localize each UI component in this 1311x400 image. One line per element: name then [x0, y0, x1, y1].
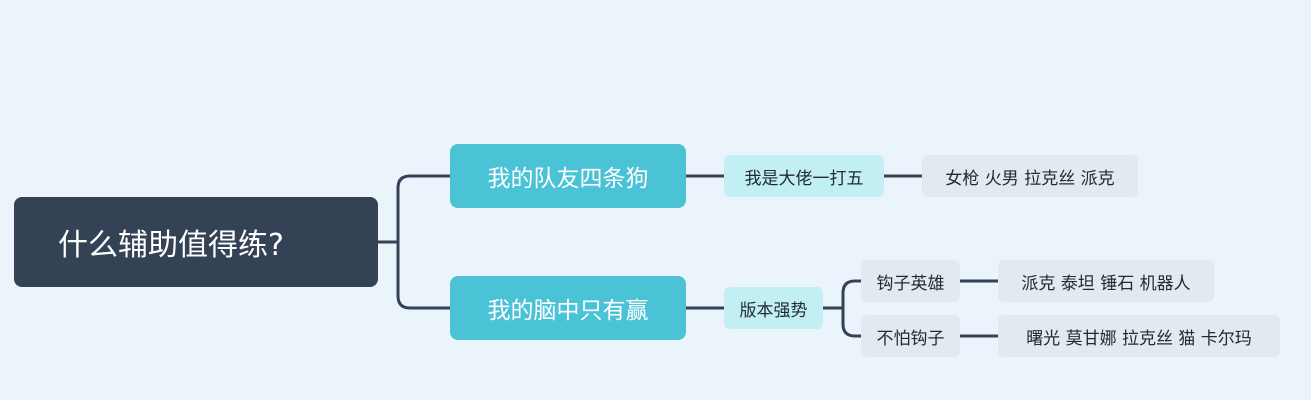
leaf-carry-heroes-label: 女枪 火男 拉克丝 派克	[945, 168, 1115, 189]
connector-root-branch-2	[396, 240, 452, 310]
leaf-hook-heroes-label: 派克 泰坦 锤石 机器人	[1021, 273, 1191, 294]
connector-root-branch-1	[396, 174, 452, 244]
branch-teammates-label: 我的队友四条狗	[487, 166, 649, 192]
leaf-carry-heroes[interactable]: 女枪 火男 拉克丝 派克	[922, 155, 1138, 197]
root-node[interactable]: 什么辅助值得练?	[14, 197, 378, 287]
sub-anti-hook-node[interactable]: 不怕钩子	[861, 315, 960, 357]
sub-meta-node[interactable]: 版本强势	[724, 287, 823, 329]
branch-teammates[interactable]: 我的队友四条狗	[450, 144, 686, 208]
sub-carry-node[interactable]: 我是大佬一打五	[724, 155, 884, 197]
sub-hook-heroes-node[interactable]: 钩子英雄	[861, 260, 960, 302]
sub-carry-label: 我是大佬一打五	[744, 168, 864, 189]
root-label: 什么辅助值得练?	[58, 228, 284, 263]
connector-sub2-hook	[841, 279, 863, 310]
branch-win[interactable]: 我的脑中只有赢	[450, 276, 686, 340]
branch-win-label: 我的脑中只有赢	[487, 298, 649, 324]
sub-hook-heroes-label: 钩子英雄	[876, 273, 945, 294]
leaf-hook-heroes[interactable]: 派克 泰坦 锤石 机器人	[998, 260, 1214, 302]
leaf-anti-hook-heroes-label: 曙光 莫甘娜 拉克丝 猫 卡尔玛	[1026, 328, 1252, 349]
sub-anti-hook-label: 不怕钩子	[876, 328, 945, 349]
connector-sub2-notafraid	[841, 306, 863, 338]
sub-meta-label: 版本强势	[739, 300, 808, 321]
leaf-anti-hook-heroes[interactable]: 曙光 莫甘娜 拉克丝 猫 卡尔玛	[998, 315, 1280, 357]
